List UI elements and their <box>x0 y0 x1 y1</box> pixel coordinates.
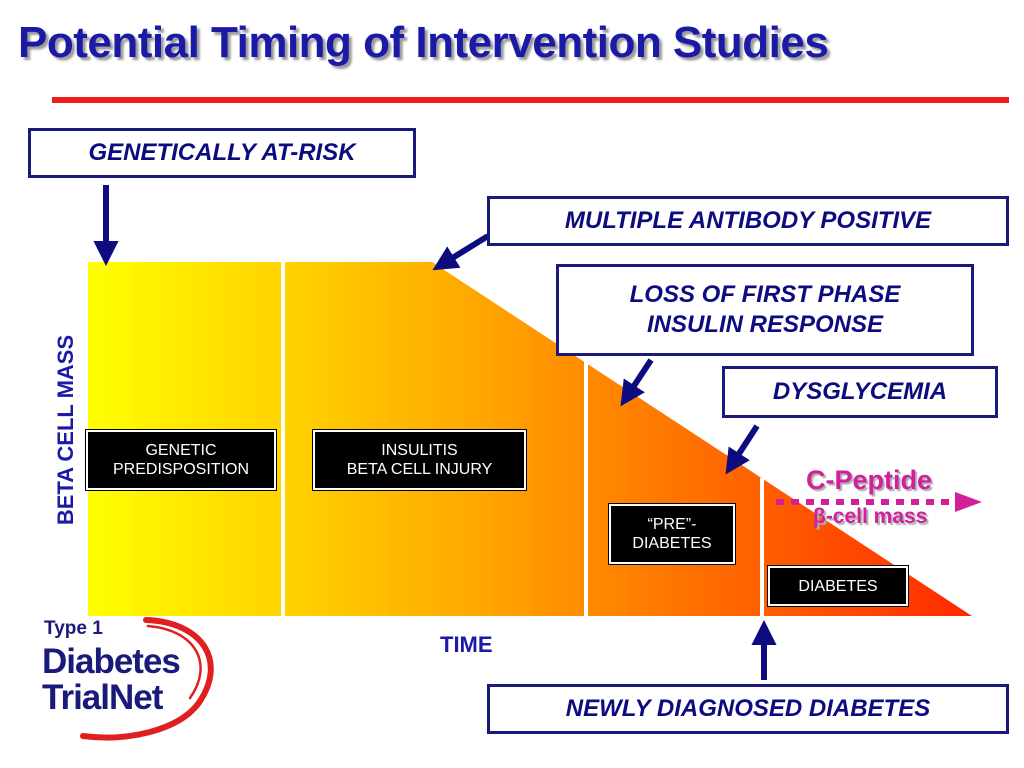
newly-diagnosed-callout: NEWLY DIAGNOSED DIABETES <box>487 684 1009 734</box>
logo-diabetes-text: Diabetes <box>42 642 181 681</box>
stage-diabetes: DIABETES <box>767 565 909 607</box>
y-axis-label: BETA CELL MASS <box>53 334 78 526</box>
first-phase-label-line2: INSULIN RESPONSE <box>646 311 884 338</box>
stage-prediabetes: “PRE”- DIABETES <box>608 503 736 565</box>
multiple-antibody-callout: MULTIPLE ANTIBODY POSITIVE <box>487 196 1009 246</box>
first-phase-label-line1: LOSS OF FIRST PHASE <box>629 281 901 308</box>
first-phase-callout: LOSS OF FIRST PHASE INSULIN RESPONSE <box>556 264 974 356</box>
beta-cell-mass-sublabel: β-cell mass <box>813 505 928 528</box>
stage-genetic-line1: GENETIC <box>145 442 217 459</box>
multiple-antibody-arrow <box>432 233 490 271</box>
cpeptide-label: C-Peptide <box>806 465 933 495</box>
stage-genetic-predisposition: GENETIC PREDISPOSITION <box>85 429 277 491</box>
trialnet-logo: Type 1 Diabetes TrialNet <box>28 612 228 742</box>
stage-insulitis-line1: INSULITIS <box>381 442 458 459</box>
cpeptide-arrowhead <box>955 492 982 512</box>
title-underline <box>52 97 1009 103</box>
stage-insulitis-line2: BETA CELL INJURY <box>346 461 493 478</box>
logo-swoosh-icon <box>80 617 214 741</box>
first-phase-arrow <box>620 358 654 407</box>
dysglycemia-arrow <box>725 424 760 475</box>
logo-trialnet-text: TrialNet <box>42 678 163 717</box>
stage-prediabetes-line1: “PRE”- <box>647 516 697 533</box>
beta-cell-mass-area <box>88 262 972 616</box>
dysglycemia-callout: DYSGLYCEMIA <box>722 366 998 418</box>
stage-prediabetes-line2: DIABETES <box>632 535 712 552</box>
genetically-at-risk-callout: GENETICALLY AT-RISK <box>28 128 416 178</box>
stage-genetic-line2: PREDISPOSITION <box>112 461 250 478</box>
stage-insulitis: INSULITIS BETA CELL INJURY <box>312 429 527 491</box>
multiple-antibody-label: MULTIPLE ANTIBODY POSITIVE <box>564 207 932 234</box>
dysglycemia-label: DYSGLYCEMIA <box>772 378 948 405</box>
genetically-at-risk-label: GENETICALLY AT-RISK <box>88 139 356 166</box>
logo-type1-text: Type 1 <box>44 618 103 639</box>
stage-diabetes-label: DIABETES <box>798 577 878 595</box>
page-title: Potential Timing of Intervention Studies <box>18 18 829 67</box>
newly-diagnosed-label: NEWLY DIAGNOSED DIABETES <box>565 695 931 722</box>
x-axis-label: TIME <box>440 632 493 657</box>
